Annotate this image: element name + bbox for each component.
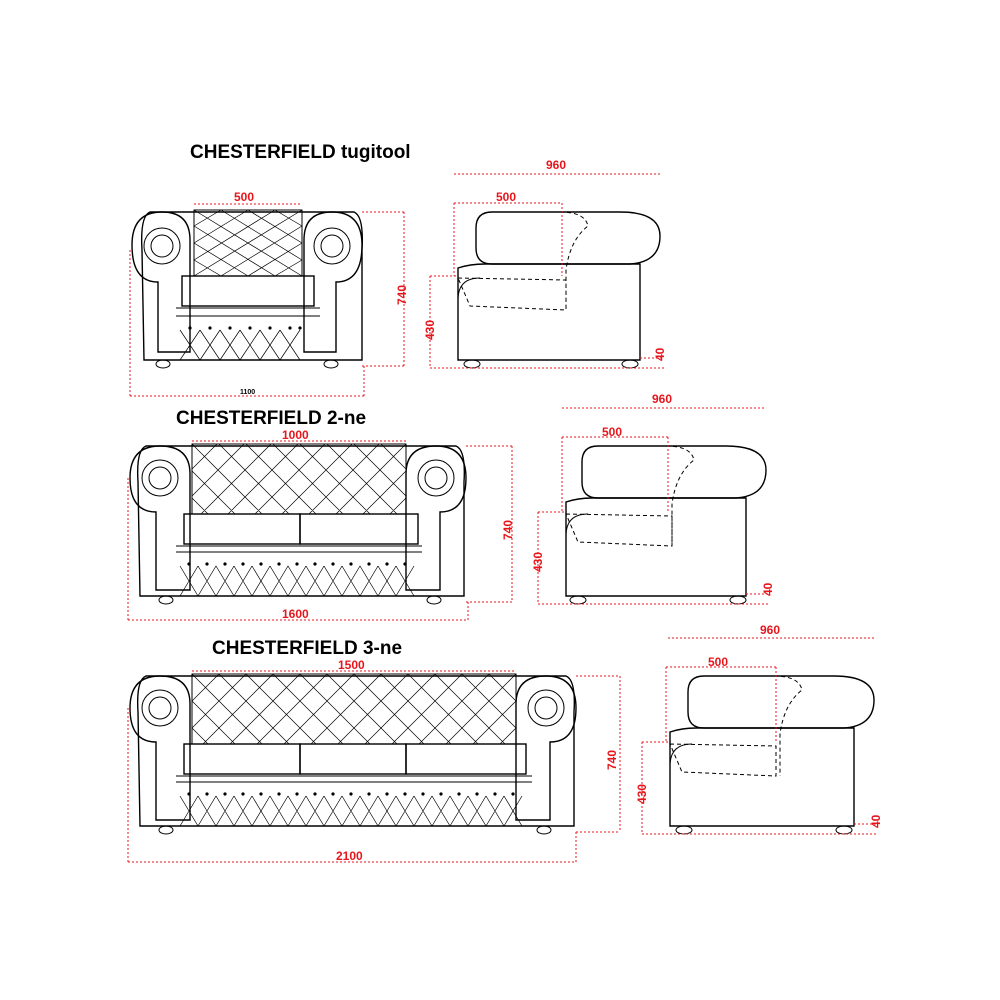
dim-seat-depth: 500 (602, 425, 622, 439)
front-view: 1000 740 1600 (127, 428, 515, 621)
dim-back-width: 1500 (338, 658, 365, 672)
side-view: 960 500 430 40 (635, 623, 883, 835)
section-armchair: CHESTERFIELD tugitool (129, 142, 667, 397)
dim-depth: 960 (546, 158, 566, 172)
front-view: 1500 740 2100 (127, 658, 621, 863)
dim-height: 740 (395, 285, 409, 305)
dim-seat-height: 430 (423, 320, 437, 340)
front-view: 500 740 1100 (129, 190, 409, 397)
dim-back-width: 500 (234, 190, 254, 204)
section-title: CHESTERFIELD tugitool (190, 142, 411, 163)
tufted-back (191, 443, 407, 515)
dim-back-width: 1000 (282, 428, 309, 442)
section-title: CHESTERFIELD 2-ne (176, 408, 366, 429)
section-3-seater: CHESTERFIELD 3-ne (127, 623, 883, 863)
tufted-apron (179, 326, 302, 361)
tufted-apron (179, 562, 415, 597)
dim-depth: 960 (760, 623, 780, 637)
dim-height: 740 (605, 750, 619, 770)
dim-leg-height: 40 (869, 814, 883, 828)
tufted-apron (179, 792, 523, 827)
dim-seat-depth: 500 (496, 190, 516, 204)
section-2-seater: CHESTERFIELD 2-ne (127, 392, 775, 621)
dim-height: 740 (501, 520, 515, 540)
section-title: CHESTERFIELD 3-ne (212, 638, 402, 659)
dim-total-width: 1100 (240, 389, 255, 396)
tufted-back (191, 673, 517, 745)
side-view: 960 500 430 40 (423, 158, 667, 369)
dim-total-width: 2100 (336, 849, 363, 863)
dim-total-width: 1600 (282, 607, 309, 621)
dim-leg-height: 40 (761, 582, 775, 596)
dim-seat-height: 430 (531, 552, 545, 572)
dim-seat-height: 430 (635, 784, 649, 804)
dim-leg-height: 40 (653, 347, 667, 361)
dim-depth: 960 (652, 392, 672, 406)
dim-seat-depth: 500 (708, 655, 728, 669)
side-view: 960 500 430 40 (531, 392, 775, 605)
tufted-back (193, 209, 303, 277)
